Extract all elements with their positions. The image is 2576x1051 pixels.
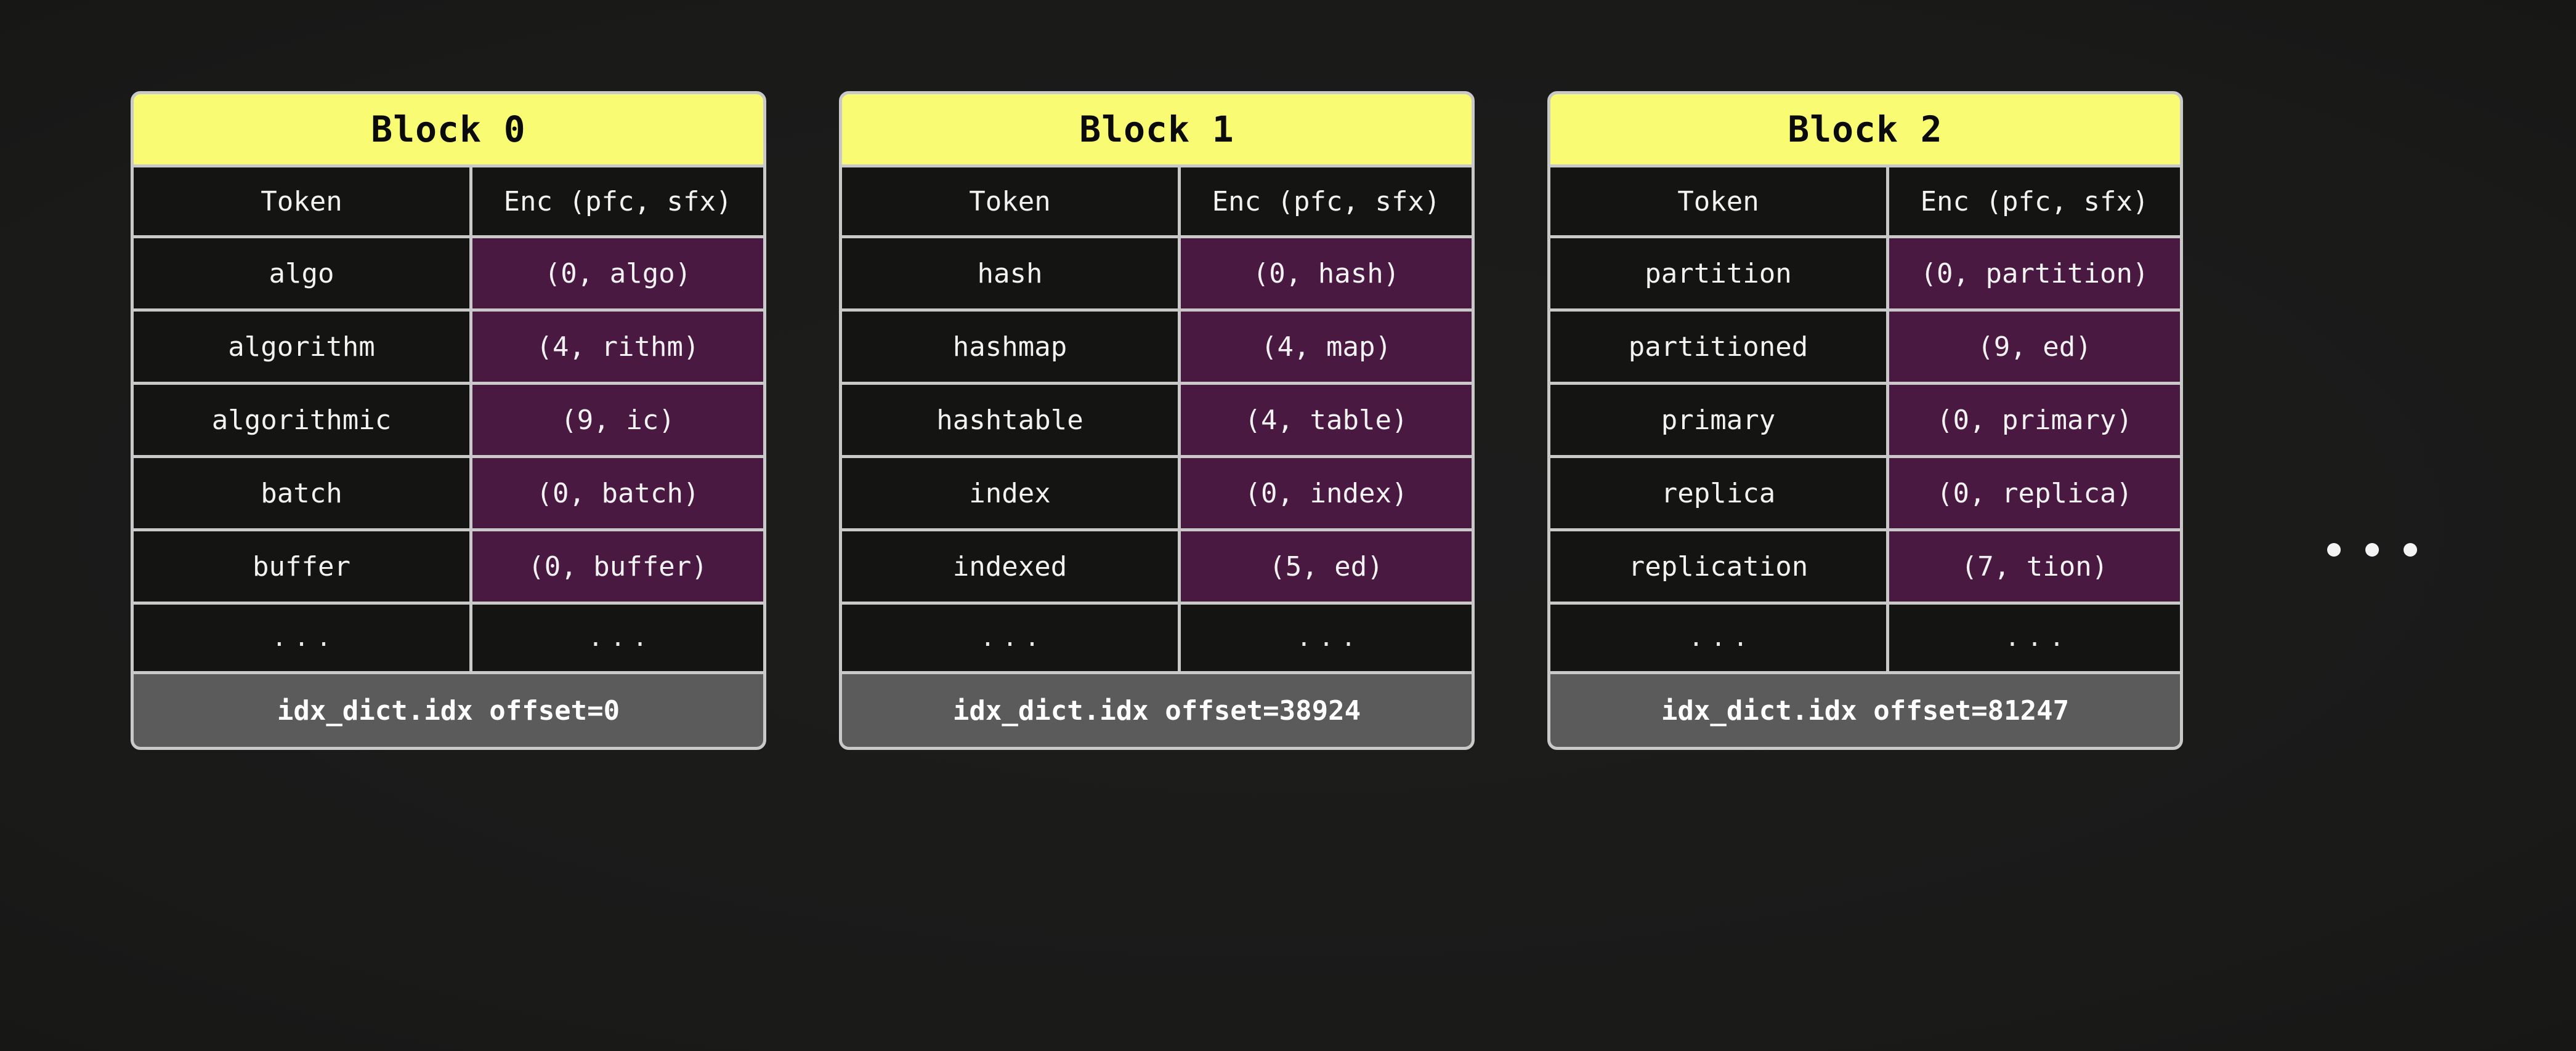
more-blocks-ellipsis-icon: [2327, 543, 2417, 557]
table-row: hashtable (4, table): [842, 385, 1472, 455]
encoding-cell: (4, table): [1181, 385, 1472, 455]
encoding-cell: (7, tion): [1889, 531, 2180, 602]
encoding-cell: (0, batch): [472, 458, 763, 528]
block-list: Block 0 Token Enc (pfc, sfx) algo (0, al…: [131, 91, 2183, 750]
encoding-cell: (9, ed): [1889, 312, 2180, 382]
token-cell: replica: [1550, 458, 1886, 528]
table-row: algorithmic (9, ic): [134, 385, 763, 455]
block-footer-offset: idx_dict.idx offset=38924: [842, 674, 1472, 747]
token-cell: algorithmic: [134, 385, 469, 455]
token-cell: indexed: [842, 531, 1178, 602]
table-row: partition (0, partition): [1550, 238, 2180, 308]
encoding-cell: (0, replica): [1889, 458, 2180, 528]
table-row: batch (0, batch): [134, 458, 763, 528]
column-header-encoding: Enc (pfc, sfx): [472, 167, 763, 235]
token-cell: hash: [842, 238, 1178, 308]
block-title: Block 1: [842, 94, 1472, 164]
table-row: buffer (0, buffer): [134, 531, 763, 602]
table-row: algo (0, algo): [134, 238, 763, 308]
table-row: replication (7, tion): [1550, 531, 2180, 602]
token-cell: replication: [1550, 531, 1886, 602]
token-cell: buffer: [134, 531, 469, 602]
block-table: Token Enc (pfc, sfx) algo (0, algo) algo…: [134, 164, 763, 671]
encoding-cell: (0, algo): [472, 238, 763, 308]
table-row: algorithm (4, rithm): [134, 312, 763, 382]
ellipsis-dot: [2365, 543, 2379, 557]
block-card: Block 2 Token Enc (pfc, sfx) partition (…: [1547, 91, 2183, 750]
encoding-cell: (0, hash): [1181, 238, 1472, 308]
table-row: hashmap (4, map): [842, 312, 1472, 382]
encoding-cell: (9, ic): [472, 385, 763, 455]
encoding-cell: (0, buffer): [472, 531, 763, 602]
token-cell: partitioned: [1550, 312, 1886, 382]
token-ellipsis: ...: [842, 605, 1178, 671]
encoding-cell: (4, map): [1181, 312, 1472, 382]
ellipsis-dot: [2404, 543, 2417, 557]
table-row-truncated: ... ...: [134, 605, 763, 671]
block-title: Block 2: [1550, 94, 2180, 164]
token-cell: batch: [134, 458, 469, 528]
encoding-cell: (4, rithm): [472, 312, 763, 382]
table-header-row: Token Enc (pfc, sfx): [842, 167, 1472, 235]
column-header-encoding: Enc (pfc, sfx): [1889, 167, 2180, 235]
token-ellipsis: ...: [134, 605, 469, 671]
column-header-token: Token: [842, 167, 1178, 235]
token-cell: hashtable: [842, 385, 1178, 455]
block-footer-offset: idx_dict.idx offset=0: [134, 674, 763, 747]
token-cell: algorithm: [134, 312, 469, 382]
table-header-row: Token Enc (pfc, sfx): [1550, 167, 2180, 235]
encoding-ellipsis: ...: [1181, 605, 1472, 671]
table-row: index (0, index): [842, 458, 1472, 528]
block-title: Block 0: [134, 94, 763, 164]
encoding-ellipsis: ...: [472, 605, 763, 671]
table-row: replica (0, replica): [1550, 458, 2180, 528]
block-table: Token Enc (pfc, sfx) partition (0, parti…: [1550, 164, 2180, 671]
token-cell: hashmap: [842, 312, 1178, 382]
encoding-cell: (0, index): [1181, 458, 1472, 528]
block-card: Block 1 Token Enc (pfc, sfx) hash (0, ha…: [839, 91, 1475, 750]
table-row-truncated: ... ...: [842, 605, 1472, 671]
table-row: primary (0, primary): [1550, 385, 2180, 455]
encoding-ellipsis: ...: [1889, 605, 2180, 671]
column-header-encoding: Enc (pfc, sfx): [1181, 167, 1472, 235]
block-card: Block 0 Token Enc (pfc, sfx) algo (0, al…: [131, 91, 766, 750]
ellipsis-dot: [2327, 543, 2341, 557]
column-header-token: Token: [134, 167, 469, 235]
table-row: indexed (5, ed): [842, 531, 1472, 602]
encoding-cell: (5, ed): [1181, 531, 1472, 602]
table-row: hash (0, hash): [842, 238, 1472, 308]
table-row-truncated: ... ...: [1550, 605, 2180, 671]
token-cell: algo: [134, 238, 469, 308]
token-cell: index: [842, 458, 1178, 528]
encoding-cell: (0, primary): [1889, 385, 2180, 455]
column-header-token: Token: [1550, 167, 1886, 235]
token-ellipsis: ...: [1550, 605, 1886, 671]
block-table: Token Enc (pfc, sfx) hash (0, hash) hash…: [842, 164, 1472, 671]
token-cell: primary: [1550, 385, 1886, 455]
table-header-row: Token Enc (pfc, sfx): [134, 167, 763, 235]
table-row: partitioned (9, ed): [1550, 312, 2180, 382]
block-footer-offset: idx_dict.idx offset=81247: [1550, 674, 2180, 747]
token-cell: partition: [1550, 238, 1886, 308]
encoding-cell: (0, partition): [1889, 238, 2180, 308]
